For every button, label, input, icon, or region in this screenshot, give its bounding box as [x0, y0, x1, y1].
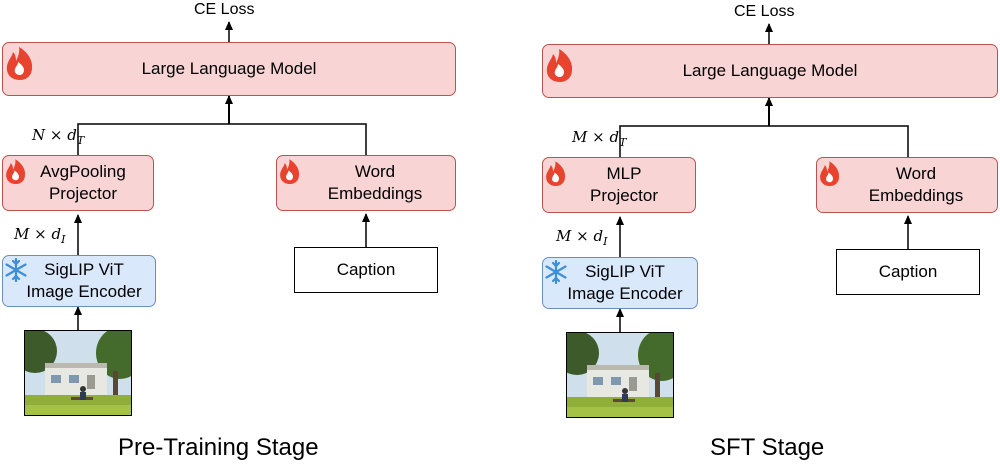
fire-icon: [6, 159, 26, 184]
image-encoder-label: SigLIP ViT Image Encoder: [567, 262, 683, 303]
fire-icon: [546, 161, 566, 186]
pretraining-connectors: [74, 21, 370, 330]
projector-dim-label: M × dT: [572, 128, 627, 149]
caption-label: Caption: [336, 260, 396, 279]
image-encoder-label: SigLIP ViT Image Encoder: [26, 260, 142, 301]
snowflake-icon: [545, 260, 567, 284]
word-embeddings-label: Word Embeddings: [868, 164, 964, 205]
merge-connector: [619, 125, 909, 157]
loss-label: CE Loss: [194, 1, 255, 18]
projector-box: AvgPooling Projector: [2, 155, 154, 211]
stage-title: Pre-Training Stage: [118, 434, 319, 461]
loss-label: CE Loss: [734, 3, 795, 20]
projector-dim-label: N × dT: [32, 126, 85, 147]
projector-label: MLP Projector: [589, 164, 659, 205]
snowflake-icon: [5, 258, 27, 282]
encoder-dim-label: M × dI: [14, 225, 66, 246]
park-photo: [25, 331, 131, 415]
caption-box: Caption: [294, 247, 438, 293]
word-embeddings-box: Word Embeddings: [816, 157, 998, 213]
input-image: [24, 330, 132, 416]
fire-icon: [6, 47, 33, 80]
sft-connectors: [616, 23, 912, 332]
caption-label: Caption: [878, 262, 938, 281]
stage-title: SFT Stage: [710, 434, 825, 461]
merge-connector: [77, 123, 367, 155]
llm-box: Large Language Model: [2, 42, 456, 96]
llm-label: Large Language Model: [682, 61, 858, 80]
word-embeddings-label: Word Embeddings: [327, 162, 423, 203]
llm-label: Large Language Model: [141, 59, 317, 78]
projector-label: AvgPooling Projector: [40, 162, 126, 203]
image-encoder-box: SigLIP ViT Image Encoder: [542, 257, 698, 309]
fire-icon: [546, 49, 573, 82]
sft-stage-panel: CE Loss Large Language Model M × dT MLP …: [540, 0, 1000, 464]
park-photo: [567, 333, 673, 417]
llm-box: Large Language Model: [542, 44, 998, 98]
fire-icon: [280, 159, 300, 184]
fire-icon: [820, 161, 840, 186]
input-image: [566, 332, 674, 418]
caption-box: Caption: [836, 249, 980, 295]
projector-box: MLP Projector: [542, 157, 696, 213]
encoder-dim-label: M × dI: [556, 227, 608, 248]
pretraining-stage-panel: CE Loss Large Language Model N × dT AvgP…: [0, 0, 470, 464]
image-encoder-box: SigLIP ViT Image Encoder: [2, 255, 156, 307]
word-embeddings-box: Word Embeddings: [276, 155, 456, 211]
